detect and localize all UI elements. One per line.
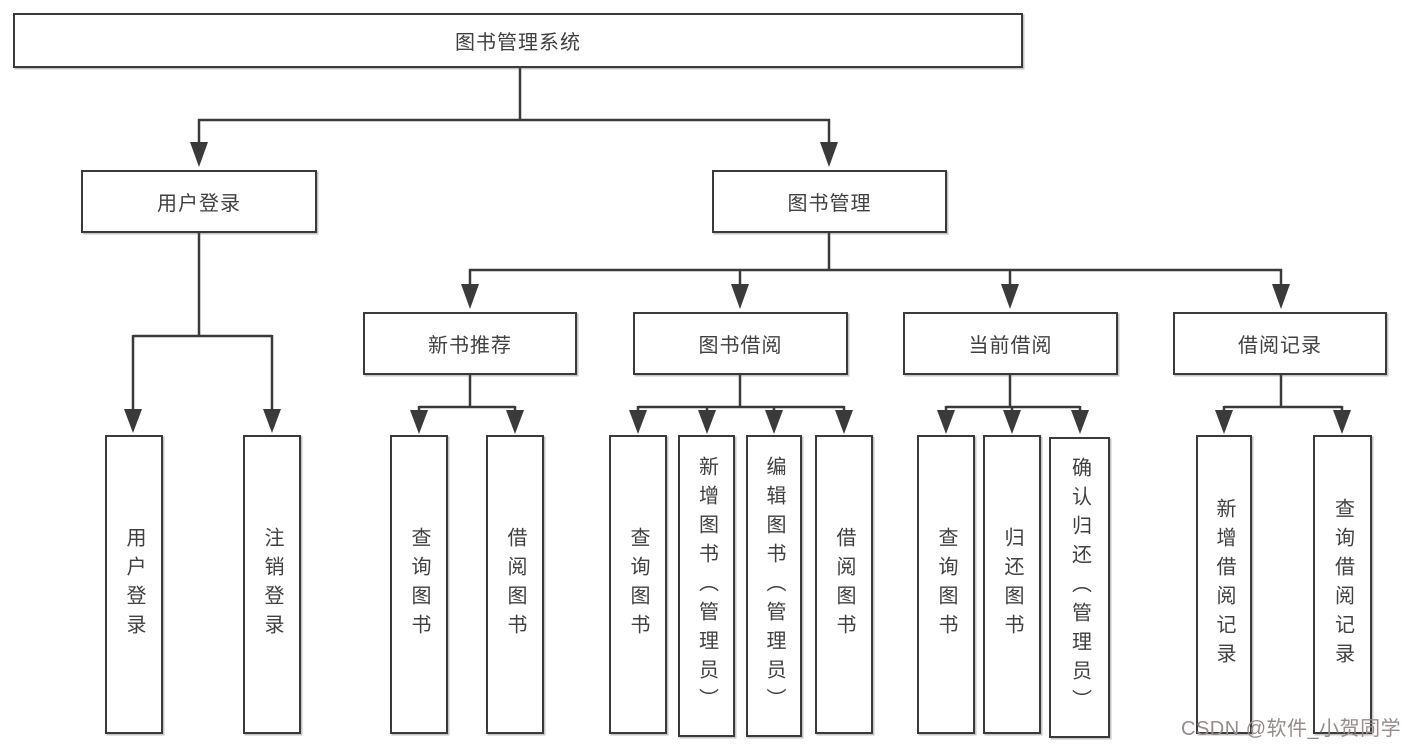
leaf-label: 查询图书 <box>408 526 430 643</box>
arrow-down-icon <box>937 410 955 434</box>
arrow-down-icon <box>820 142 838 167</box>
node-book-management: 图书管理 <box>712 170 947 233</box>
leaf-logout: 注销登录 <box>243 435 301 734</box>
leaf-label: 注销登录 <box>261 526 283 643</box>
leaf-confirm-return-admin: 确认归还（管理员） <box>1049 437 1110 738</box>
arrow-down-icon <box>731 284 749 309</box>
arrow-down-icon <box>835 410 853 434</box>
borrow-record-connector <box>1215 375 1351 434</box>
leaf-borrow-books-2: 借阅图书 <box>815 435 873 734</box>
leaf-label: 新增图书（管理员） <box>695 455 718 717</box>
arrow-down-icon <box>190 142 208 167</box>
node-library-system: 图书管理系统 <box>13 13 1023 68</box>
arrow-down-icon <box>410 410 428 434</box>
root-connector <box>190 68 838 167</box>
arrow-down-icon <box>629 410 647 434</box>
arrow-down-icon <box>506 410 524 434</box>
arrow-down-icon <box>698 410 716 434</box>
leaf-label: 借阅图书 <box>833 526 855 643</box>
user-login-connector <box>124 233 281 433</box>
leaf-query-borrow-record: 查询借阅记录 <box>1313 435 1372 734</box>
leaf-label: 归还图书 <box>1001 526 1023 643</box>
arrow-down-icon <box>124 409 142 433</box>
node-borrow-record: 借阅记录 <box>1173 312 1387 375</box>
leaf-return-book: 归还图书 <box>983 435 1041 734</box>
leaf-label: 用户登录 <box>123 526 145 643</box>
node-user-login: 用户登录 <box>81 170 317 233</box>
leaf-edit-book-admin: 编辑图书（管理员） <box>746 435 802 737</box>
leaf-label: 借阅图书 <box>504 526 526 643</box>
leaf-label: 查询借阅记录 <box>1331 497 1354 672</box>
node-current-borrow: 当前借阅 <box>903 312 1118 375</box>
arrow-down-icon <box>1001 284 1019 309</box>
watermark: CSDN @软件_小贺同学 <box>1181 718 1402 740</box>
new-book-recommend-connector <box>410 375 524 434</box>
node-book-borrow: 图书借阅 <box>633 312 848 375</box>
leaf-add-book-admin: 新增图书（管理员） <box>678 435 735 737</box>
leaf-label: 查询图书 <box>935 526 957 643</box>
node-new-book-recommend: 新书推荐 <box>363 312 577 375</box>
leaf-user-login: 用户登录 <box>105 435 163 734</box>
arrow-down-icon <box>765 410 783 434</box>
leaf-borrow-books-1: 借阅图书 <box>486 435 544 734</box>
leaf-query-books-3: 查询图书 <box>917 435 975 734</box>
leaf-label: 新增借阅记录 <box>1213 497 1235 672</box>
leaf-add-borrow-record: 新增借阅记录 <box>1196 435 1252 734</box>
current-borrow-connector <box>937 375 1089 434</box>
arrow-down-icon <box>1071 410 1089 434</box>
arrow-down-icon <box>1272 284 1290 309</box>
arrow-down-icon <box>1215 410 1233 434</box>
leaf-query-books-1: 查询图书 <box>390 435 448 734</box>
book-borrow-connector <box>629 375 853 434</box>
arrow-down-icon <box>1003 410 1021 434</box>
leaf-label: 编辑图书（管理员） <box>763 455 785 717</box>
arrow-down-icon <box>263 409 281 433</box>
leaf-label: 查询图书 <box>627 526 649 643</box>
leaf-label: 确认归还（管理员） <box>1068 457 1091 718</box>
arrow-down-icon <box>461 284 479 309</box>
book-management-connector <box>461 233 1290 309</box>
leaf-query-books-2: 查询图书 <box>609 435 667 734</box>
arrow-down-icon <box>1333 410 1351 434</box>
